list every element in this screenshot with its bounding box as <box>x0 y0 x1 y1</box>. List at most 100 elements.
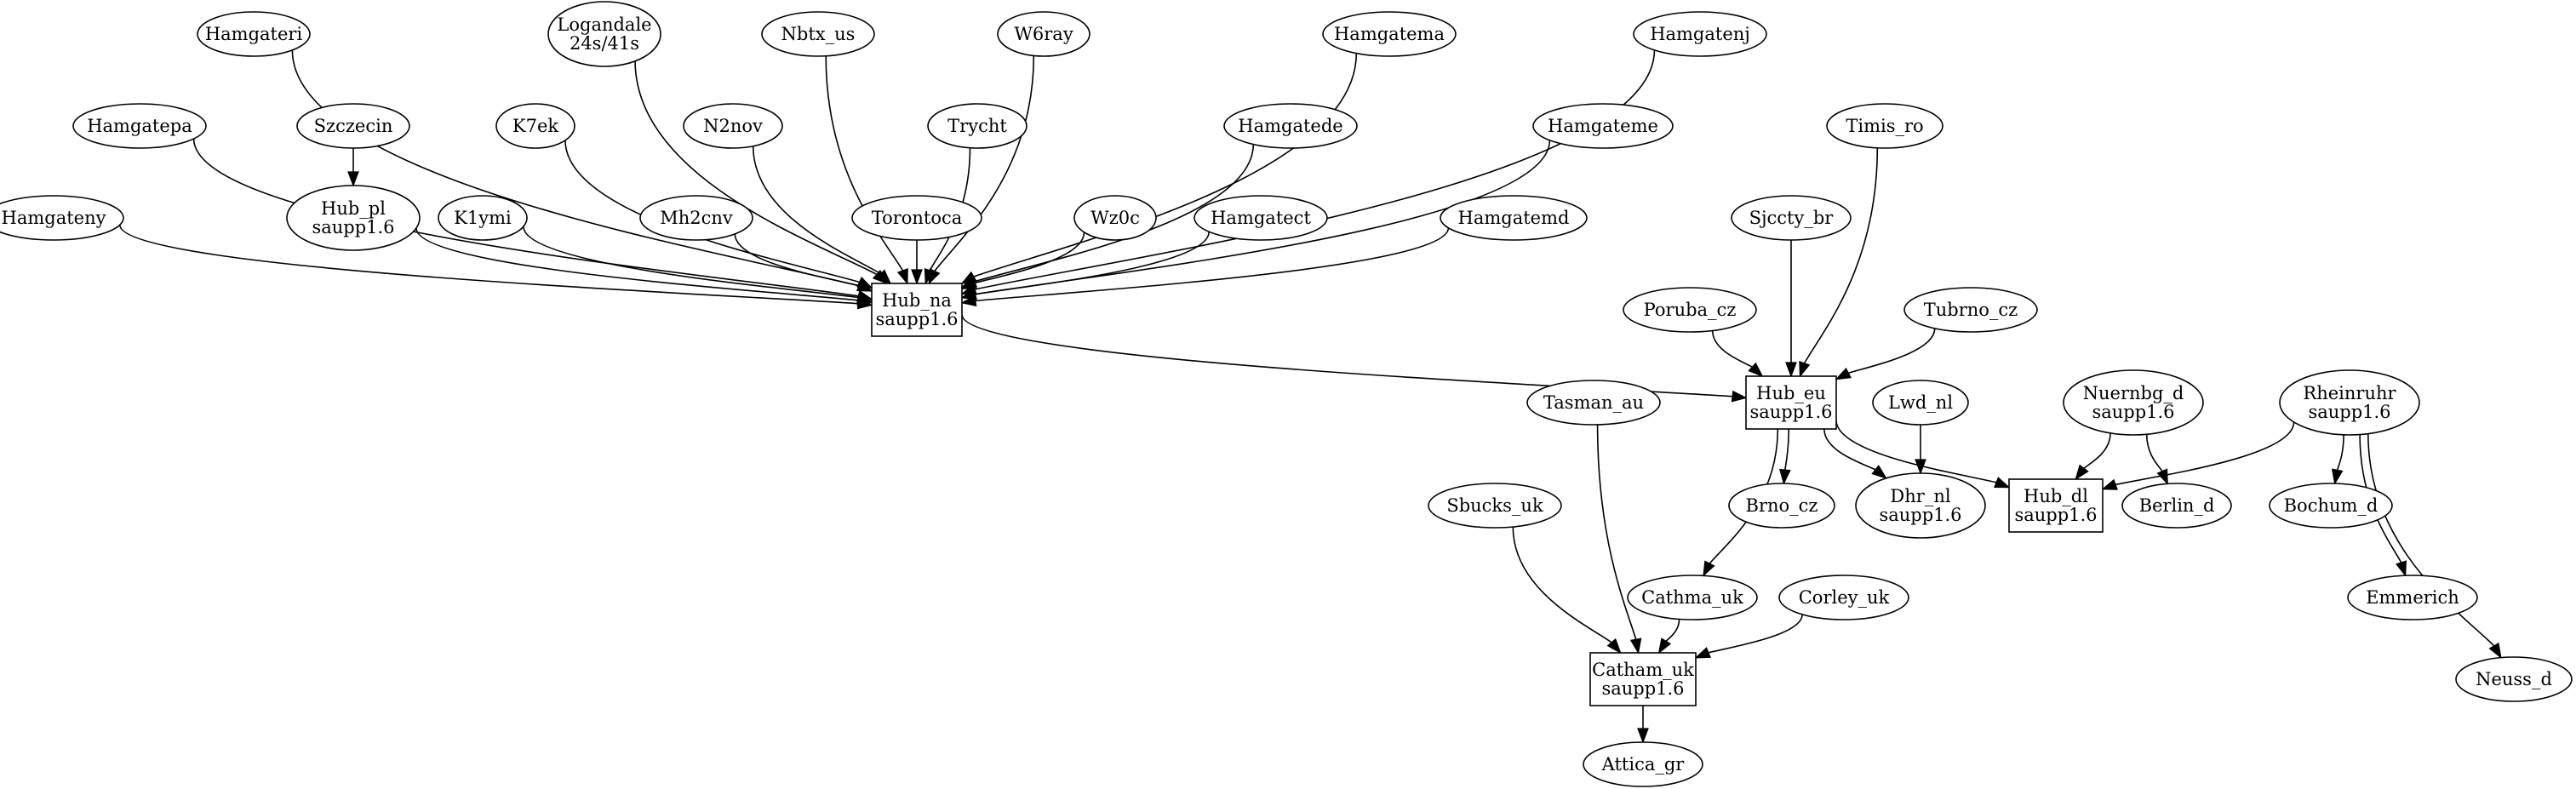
emmerich-label-0: Emmerich <box>2366 587 2459 608</box>
edge-nuernbg-d-to-berlin-d <box>2145 434 2163 472</box>
node-mh2cnv: Mh2cnv <box>639 195 753 241</box>
poruba-cz-shape <box>1623 287 1757 333</box>
node-timis-ro: Timis_ro <box>1826 103 1943 149</box>
arrowhead-hub-na <box>924 268 936 285</box>
szczecin-shape <box>296 103 410 149</box>
catham-uk-shape <box>1589 652 1697 706</box>
hamgatenj-shape <box>1633 11 1767 57</box>
edge-rheinruhr-to-bochum-d <box>2336 434 2344 471</box>
node-tubrno-cz: Tubrno_cz <box>1903 287 2038 333</box>
lwd-nl-label-0: Lwd_nl <box>1888 392 1953 413</box>
berlin-d-shape <box>2121 483 2232 529</box>
node-neuss-d: Neuss_d <box>2455 656 2573 702</box>
arrowhead-catham-uk <box>1606 637 1622 655</box>
hub-eu-label-1: saupp1.6 <box>1749 402 1832 422</box>
edge-w6ray-to-hub-na <box>934 55 1035 272</box>
hamgatect-shape <box>1194 195 1328 241</box>
attica-gr-label-0: Attica_gr <box>1601 754 1686 775</box>
k1ymi-label-0: K1ymi <box>454 208 512 228</box>
edge-hamgatema-to-hub-na <box>973 53 1358 277</box>
sbucks-uk-shape <box>1428 483 1562 529</box>
k1ymi-shape <box>438 195 528 241</box>
hamgatema-shape <box>1322 11 1457 57</box>
torontoca-label-0: Torontoca <box>872 208 963 228</box>
edge-tasman-au-to-catham-uk <box>1596 424 1637 640</box>
dhr-nl-shape <box>1855 472 1986 539</box>
arrowhead-hub-eu <box>1785 362 1797 378</box>
node-k1ymi: K1ymi <box>438 195 528 241</box>
mh2cnv-label-0: Mh2cnv <box>660 208 733 228</box>
arrowhead-berlin-d <box>2156 468 2168 485</box>
edge-hamgatect-to-hub-na <box>975 232 1210 295</box>
arrowhead-hub-na <box>960 277 977 290</box>
arrowhead-bochum-d <box>2331 468 2344 485</box>
node-tasman-au: Tasman_au <box>1526 380 1661 426</box>
corley-uk-shape <box>1778 575 1909 620</box>
node-lwd-nl: Lwd_nl <box>1872 380 1969 426</box>
hamgateri-label-0: Hamgateri <box>205 24 303 44</box>
node-hamgateri: Hamgateri <box>197 11 311 57</box>
arrowhead-cathma-uk <box>1703 560 1715 577</box>
brno-cz-label-0: Brno_cz <box>1746 495 1818 516</box>
nuernbg-d-label-1: saupp1.6 <box>2092 402 2174 422</box>
edge-hamgatemd-to-hub-na <box>975 227 1450 302</box>
node-hamgatepa: Hamgatepa <box>72 103 207 149</box>
wz0c-shape <box>1073 195 1157 241</box>
attica-gr-shape <box>1583 741 1703 787</box>
brno-cz-shape <box>1728 483 1835 529</box>
hub-pl-label-0: Hub_pl <box>321 198 386 219</box>
bochum-d-label-0: Bochum_d <box>2284 495 2379 516</box>
k7ek-shape <box>495 103 575 149</box>
catham-uk-label-1: saupp1.6 <box>1601 678 1684 699</box>
hamgatenj-label-0: Hamgatenj <box>1650 24 1750 44</box>
cathma-uk-label-0: Cathma_uk <box>1641 587 1743 608</box>
edge-tubrno-cz-to-hub-eu <box>1847 328 1936 374</box>
dhr-nl-label-1: saupp1.6 <box>1879 505 1961 525</box>
mh2cnv-shape <box>639 195 753 241</box>
edge-wz0c-to-hub-na <box>974 232 1085 284</box>
arrowhead-attica-gr <box>1637 728 1649 744</box>
n2nov-label-0: N2nov <box>703 116 763 136</box>
hamgateny-label-0: Hamgateny <box>2 208 106 228</box>
catham-uk-label-0: Catham_uk <box>1592 660 1694 680</box>
arrowhead-hub-dl <box>1994 477 2011 489</box>
edge-hamgatenj-to-hub-na <box>974 49 1656 290</box>
cathma-uk-shape <box>1627 575 1758 620</box>
arrowhead-dhr-nl <box>1915 459 1926 475</box>
node-trycht: Trycht <box>927 103 1028 149</box>
hamgateri-shape <box>197 11 311 57</box>
arrowhead-catham-uk <box>1629 637 1642 655</box>
trycht-label-0: Trycht <box>947 116 1007 136</box>
hamgateme-shape <box>1532 103 1674 149</box>
bochum-d-shape <box>2269 483 2393 529</box>
tubrno-cz-shape <box>1903 287 2038 333</box>
arrowhead-hub-dl <box>2101 478 2118 490</box>
node-hamgatect: Hamgatect <box>1194 195 1328 241</box>
arrowhead-hub-na <box>856 291 873 304</box>
edge-hub-eu-to-hub-dl <box>1835 420 1997 483</box>
timis-ro-label-0: Timis_ro <box>1846 116 1923 136</box>
node-hamgatema: Hamgatema <box>1322 11 1457 57</box>
edge-n2nov-to-hub-na <box>752 146 882 275</box>
node-attica-gr: Attica_gr <box>1583 741 1703 787</box>
node-w6ray: W6ray <box>997 11 1091 57</box>
nbtx-us-shape <box>761 11 875 57</box>
hamgatemd-label-0: Hamgatemd <box>1458 208 1570 228</box>
node-emmerich: Emmerich <box>2347 575 2478 620</box>
sjccty-br-shape <box>1731 195 1852 241</box>
hamgatemd-shape <box>1440 195 1588 241</box>
edge-poruba-cz-to-hub-eu <box>1711 330 1753 368</box>
nuernbg-d-label-0: Nuernbg_d <box>2083 383 2184 403</box>
logandale-label-0: Logandale <box>557 14 651 35</box>
arrowhead-hub-dl <box>2075 464 2089 481</box>
nuernbg-d-shape <box>2063 369 2204 436</box>
hub-pl-shape <box>286 185 421 251</box>
hub-na-label-0: Hub_na <box>882 290 952 311</box>
edge-hub-pl-to-hub-na <box>415 227 859 301</box>
trycht-shape <box>927 103 1028 149</box>
node-szczecin: Szczecin <box>296 103 410 149</box>
edge-corley-uk-to-catham-uk <box>1708 614 1803 654</box>
nbtx-us-label-0: Nbtx_us <box>781 24 856 44</box>
hub-eu-shape <box>1745 375 1837 430</box>
